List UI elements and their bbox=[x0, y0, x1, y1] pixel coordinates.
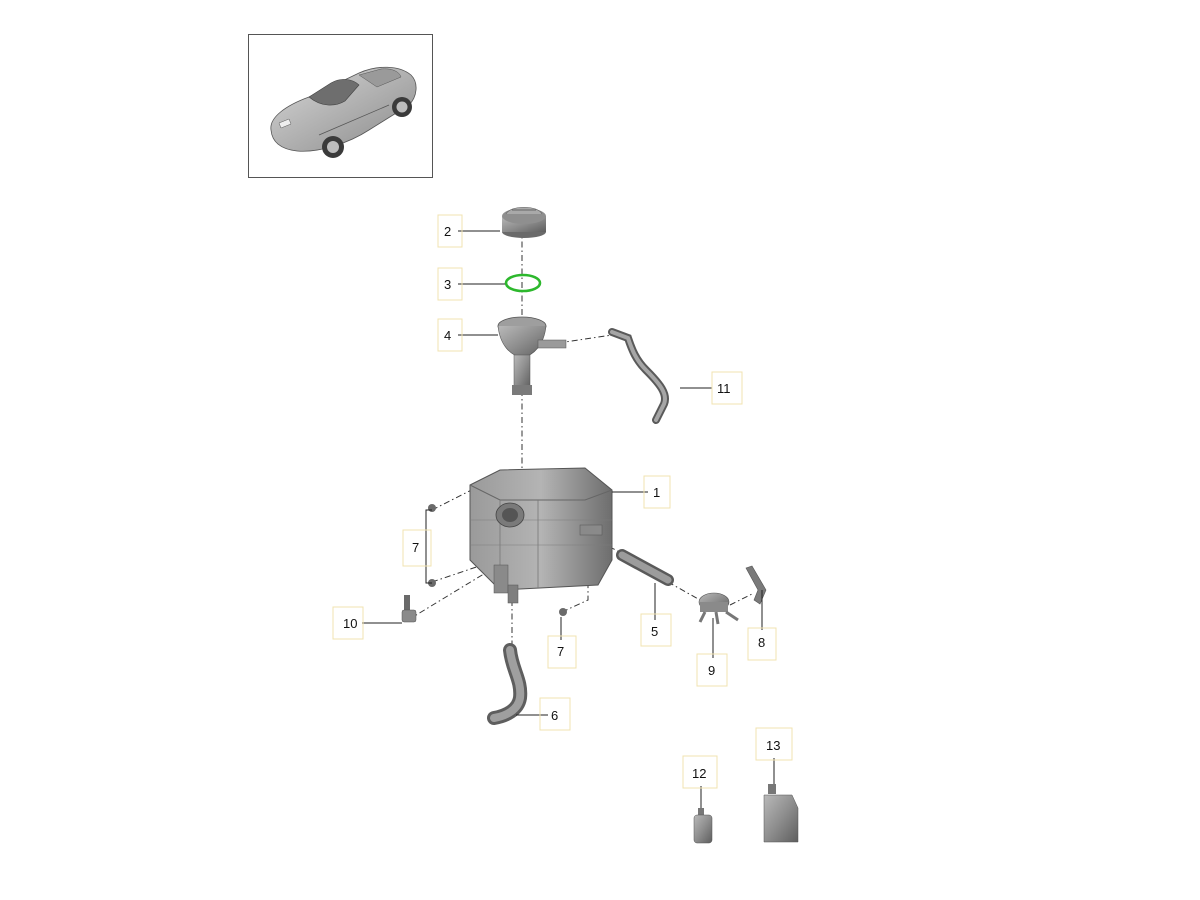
part-2-coolant-cap[interactable] bbox=[502, 206, 546, 238]
callout-5: 5 bbox=[651, 624, 658, 639]
callout-11: 11 bbox=[717, 381, 731, 396]
callout-8: 8 bbox=[758, 635, 765, 650]
callout-2: 2 bbox=[444, 224, 451, 239]
part-3-seal-ring[interactable] bbox=[504, 273, 542, 293]
part-6-coolant-pipe[interactable] bbox=[487, 643, 528, 725]
part-12-small-bottle[interactable] bbox=[693, 808, 713, 844]
part-10-level-sensor[interactable] bbox=[401, 595, 417, 623]
callout-7-right: 7 bbox=[557, 644, 564, 659]
callout-4: 4 bbox=[444, 328, 451, 343]
callout-labels: 2 3 4 11 1 7 10 5 6 7 9 8 12 13 bbox=[343, 224, 780, 781]
callout-10: 10 bbox=[343, 616, 357, 631]
callout-3: 3 bbox=[444, 277, 451, 292]
callout-12: 12 bbox=[692, 766, 706, 781]
callout-6: 6 bbox=[551, 708, 558, 723]
vehicle-thumbnail bbox=[248, 34, 433, 178]
part-5-hose-connector[interactable] bbox=[616, 549, 674, 586]
part-7-screw-right[interactable] bbox=[559, 608, 567, 616]
part-7-screw-upper[interactable] bbox=[428, 504, 436, 512]
callout-7-left: 7 bbox=[412, 540, 419, 555]
part-1-expansion-tank[interactable] bbox=[469, 467, 613, 604]
callout-frames bbox=[332, 214, 793, 789]
part-11-breather-hose[interactable] bbox=[608, 328, 669, 424]
callout-1: 1 bbox=[653, 485, 660, 500]
part-13-large-bottle[interactable] bbox=[763, 784, 799, 843]
assembly-lines bbox=[407, 228, 753, 650]
callout-13: 13 bbox=[766, 738, 780, 753]
part-9-valve[interactable] bbox=[698, 592, 739, 625]
part-8-bracket[interactable] bbox=[745, 565, 767, 605]
callout-9: 9 bbox=[708, 663, 715, 678]
part-4-filler-neck[interactable] bbox=[497, 316, 567, 395]
car-icon bbox=[270, 66, 417, 158]
